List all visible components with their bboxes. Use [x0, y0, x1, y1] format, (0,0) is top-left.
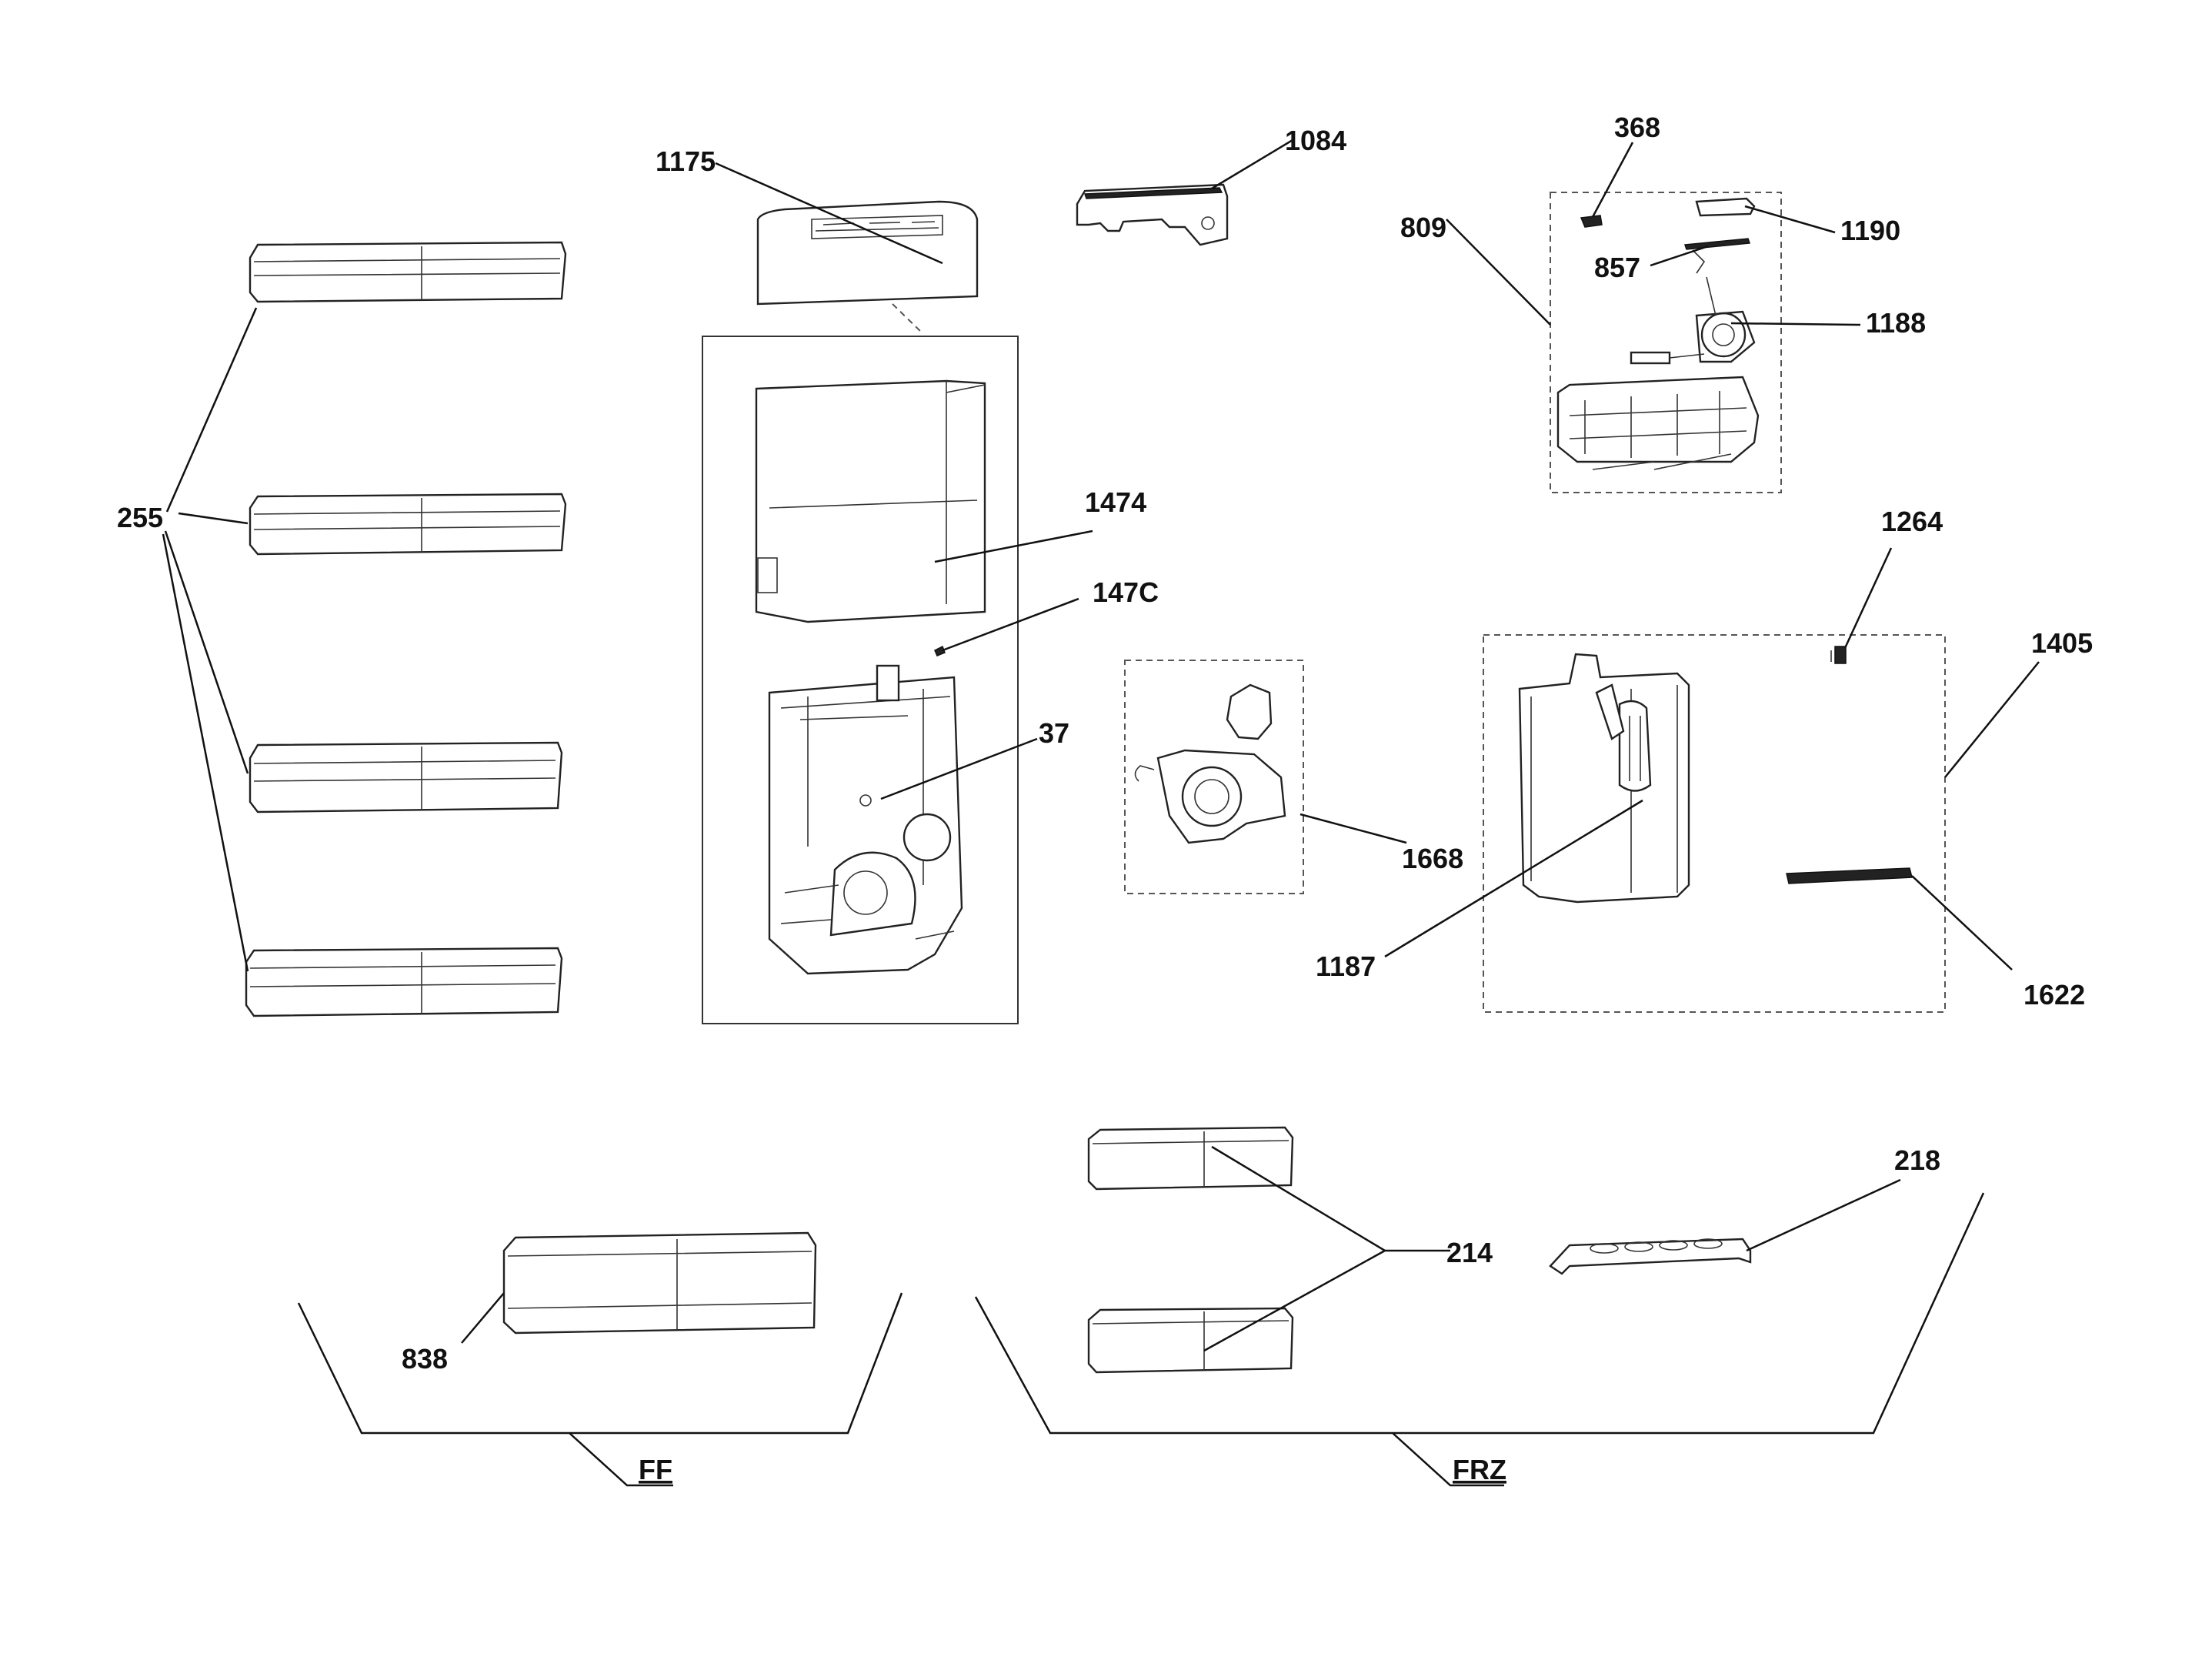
label-214: 214: [1446, 1237, 1493, 1268]
label-1622: 1622: [2023, 979, 2085, 1011]
leader-1668: [1300, 813, 1407, 844]
leader-214b: [1203, 1249, 1386, 1352]
door-bin-255-c: [249, 741, 563, 813]
leader-1622: [1911, 875, 2013, 970]
label-1084: 1084: [1285, 125, 1346, 156]
part-1622-pad: [1786, 867, 1913, 884]
door-bin-255-a: [249, 241, 567, 303]
label-809: 809: [1400, 212, 1446, 243]
leader-1084: [1211, 139, 1293, 190]
part-368-clip: [1580, 215, 1603, 228]
label-147c: 147C: [1093, 576, 1159, 608]
leader-147c: [942, 597, 1079, 652]
leader-frz: [1392, 1432, 1504, 1487]
part-dispenser-mechanism: [768, 664, 963, 975]
leader-218: [1746, 1178, 1901, 1252]
ff-bin-838: [502, 1231, 817, 1335]
leader-ff: [569, 1432, 673, 1487]
part-ice-bucket: [1518, 653, 1690, 904]
leader-857: [1650, 245, 1709, 267]
part-857-sensor: [1683, 238, 1751, 274]
assembly-box-1474: [702, 336, 1019, 1024]
door-bin-255-b: [249, 493, 567, 556]
label-ff: FF: [639, 1454, 672, 1485]
label-frz: FRZ: [1453, 1454, 1506, 1485]
part-1668-motor: [1134, 683, 1286, 844]
leader-255: [162, 307, 258, 972]
part-809-icemaker: [1556, 376, 1760, 470]
label-1187: 1187: [1316, 950, 1376, 982]
part-1084-bracket: [1076, 183, 1229, 246]
leader-1187: [1384, 799, 1643, 958]
label-1474: 1474: [1085, 486, 1146, 518]
door-bin-255-d: [245, 947, 563, 1017]
dash-1175: [892, 303, 923, 333]
label-1175: 1175: [656, 145, 716, 177]
leader-1188: [1730, 322, 1861, 326]
assembly-box-1668: [1124, 660, 1304, 894]
leader-368: [1591, 142, 1634, 218]
bracket-frz: [974, 1192, 1985, 1435]
leader-1474: [934, 529, 1093, 563]
label-1188: 1188: [1866, 307, 1926, 339]
label-1264: 1264: [1881, 506, 1943, 537]
label-1405: 1405: [2031, 627, 2093, 659]
leader-1405: [1944, 661, 2040, 778]
assembly-box-1405: [1483, 634, 1946, 1013]
part-1474-housing: [755, 379, 986, 623]
part-1188-motor: [1630, 276, 1756, 365]
part-147c-screw: [934, 645, 946, 656]
label-838: 838: [402, 1343, 448, 1375]
leader-809: [1446, 219, 1551, 326]
label-857: 857: [1594, 252, 1640, 283]
leader-1175: [715, 162, 943, 265]
part-1264-clip: [1830, 646, 1847, 664]
assembly-box-809: [1550, 192, 1782, 493]
leader-1190: [1744, 205, 1836, 234]
freezer-bin-214-a: [1087, 1126, 1294, 1191]
label-368: 368: [1614, 112, 1660, 143]
leader-37: [880, 737, 1038, 800]
freezer-bin-214-b: [1087, 1307, 1294, 1374]
part-218-egg-tray: [1549, 1238, 1752, 1275]
label-1190: 1190: [1840, 215, 1900, 246]
label-1668: 1668: [1402, 843, 1463, 874]
part-1175-cover: [756, 200, 979, 306]
bracket-ff: [297, 1292, 903, 1435]
part-1190-cover: [1695, 197, 1756, 217]
label-37: 37: [1039, 717, 1069, 749]
leader-1264: [1843, 547, 1893, 649]
leader-838: [461, 1292, 505, 1344]
label-255: 255: [117, 502, 163, 533]
label-218: 218: [1894, 1144, 1940, 1176]
